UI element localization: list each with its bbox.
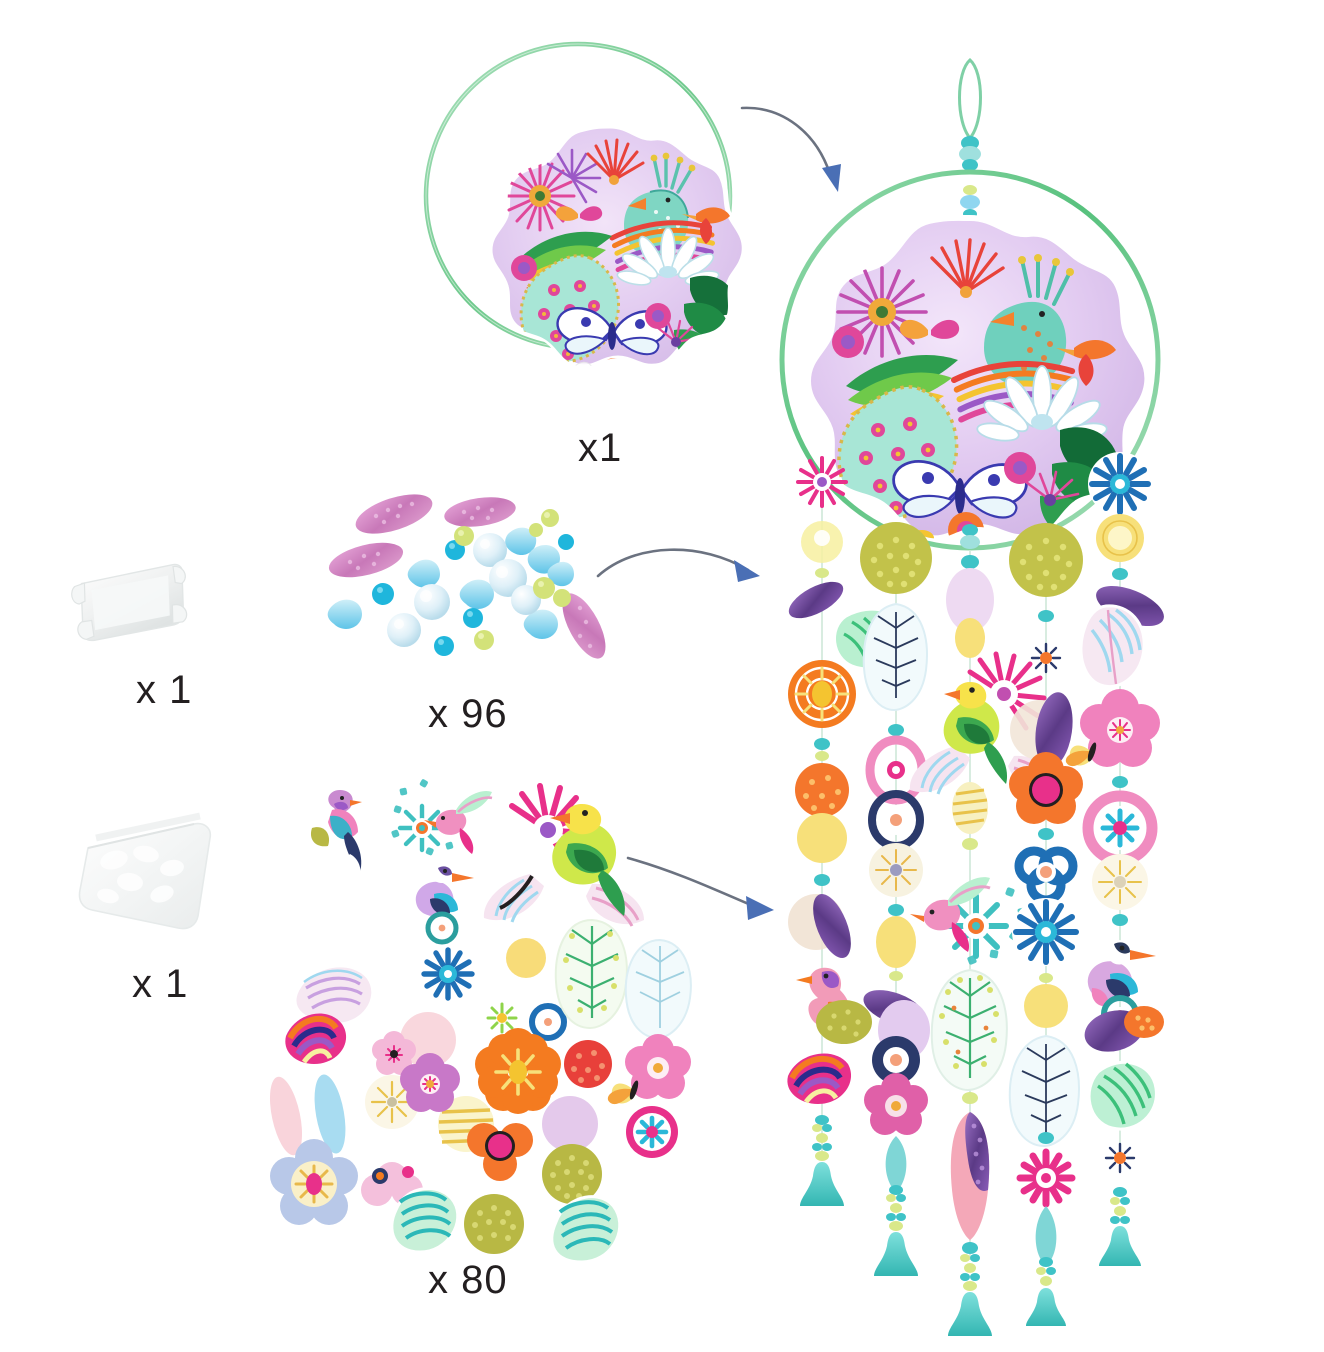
component-bead-assortment: [322, 488, 622, 668]
label-stickers-qty: x 80: [428, 1258, 508, 1302]
arrow-medallion-to-hoop: [738, 80, 858, 210]
label-bag-qty: x 1: [132, 962, 189, 1006]
component-sticker-assortment: [252, 772, 692, 1264]
label-beads-qty: x 96: [428, 692, 508, 736]
arrow-beads-to-strands: [592, 540, 782, 610]
component-decorated-medallion: [462, 118, 758, 398]
component-clear-plastic-bag: [74, 812, 234, 942]
top-beads: [959, 136, 981, 171]
component-white-thread-bobbin: [71, 560, 202, 650]
component-assembled-dream-catcher: [770, 30, 1310, 1336]
label-bobbin-qty: x 1: [136, 668, 193, 712]
arrow-stickers-to-strands: [622, 852, 792, 932]
label-medallion-qty: x1: [578, 426, 623, 470]
strand-3: [909, 555, 1058, 1336]
strand-2: [860, 522, 932, 1276]
strand-4: [1008, 523, 1083, 1326]
strand-1: [787, 456, 906, 1206]
strand-5: [1065, 452, 1164, 1266]
